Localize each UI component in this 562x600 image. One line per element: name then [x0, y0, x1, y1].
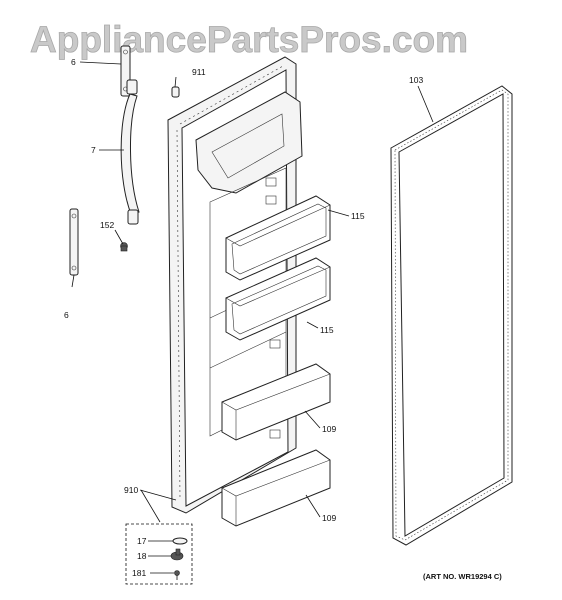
door-bin-upper-1[interactable]: [225, 195, 331, 281]
callout-kit-17: 17: [137, 536, 147, 546]
callout-bin-lower-1: 109: [322, 424, 336, 434]
callout-hinge-top: 6: [71, 57, 76, 67]
callout-plug: 911: [192, 67, 206, 77]
callout-bin-lower-2: 109: [322, 513, 336, 523]
kit-part-18[interactable]: [170, 548, 184, 561]
callout-handle: 7: [91, 145, 96, 155]
door-bin-lower-1[interactable]: [221, 363, 331, 441]
callout-screw: 152: [100, 220, 114, 230]
callout-door-assembly: 910: [124, 485, 138, 495]
callout-hinge-bottom: 6: [64, 310, 69, 320]
art-number: (ART NO. WR19294 C): [423, 572, 502, 581]
leader-lines: [71, 61, 434, 574]
kit-part-17[interactable]: [172, 537, 188, 545]
callout-bin-upper-2: 115: [320, 325, 334, 335]
hardware-kit-box: [125, 523, 193, 585]
callout-kit-18: 18: [137, 551, 147, 561]
door-gasket[interactable]: [390, 85, 513, 546]
bottom-hinge[interactable]: [69, 208, 79, 276]
door-handle[interactable]: [120, 79, 140, 225]
callout-gasket: 103: [409, 75, 423, 85]
callout-bin-upper-1: 115: [351, 211, 365, 221]
site-watermark: AppliancePartsPros.com: [30, 19, 468, 60]
callout-kit-181: 181: [132, 568, 146, 578]
screw[interactable]: [120, 242, 128, 252]
kit-part-181[interactable]: [174, 570, 180, 581]
door-bin-upper-2[interactable]: [225, 257, 331, 341]
door-bin-lower-2[interactable]: [221, 449, 331, 527]
plug[interactable]: [171, 86, 180, 98]
